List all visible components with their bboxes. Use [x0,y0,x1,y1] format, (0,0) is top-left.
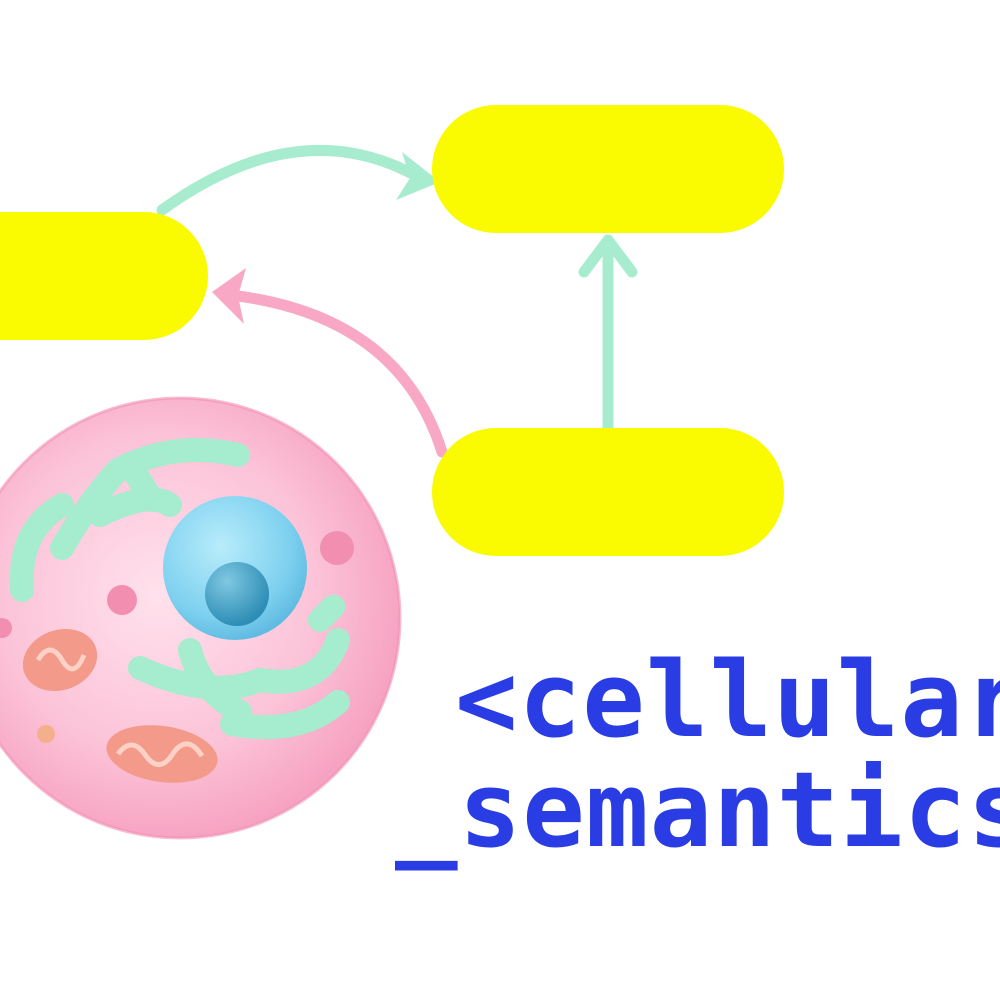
arrowhead-icon [212,268,246,324]
node-left [0,212,208,340]
edge-bottom-to-top [578,234,638,434]
brand-wordmark: <cellular _semantics [0,640,1000,880]
node-top-right [432,105,784,233]
wordmark-line-2: _semantics [395,749,1000,871]
wordmark-line-1: <cellular [455,640,1000,761]
edge-left-to-top [156,145,440,216]
node-bottom-right [432,428,784,556]
animal-cell-icon [0,396,402,840]
edge-bottom-to-left [212,268,448,458]
arrowhead-icon [578,234,638,278]
arrowhead-icon [396,152,440,200]
